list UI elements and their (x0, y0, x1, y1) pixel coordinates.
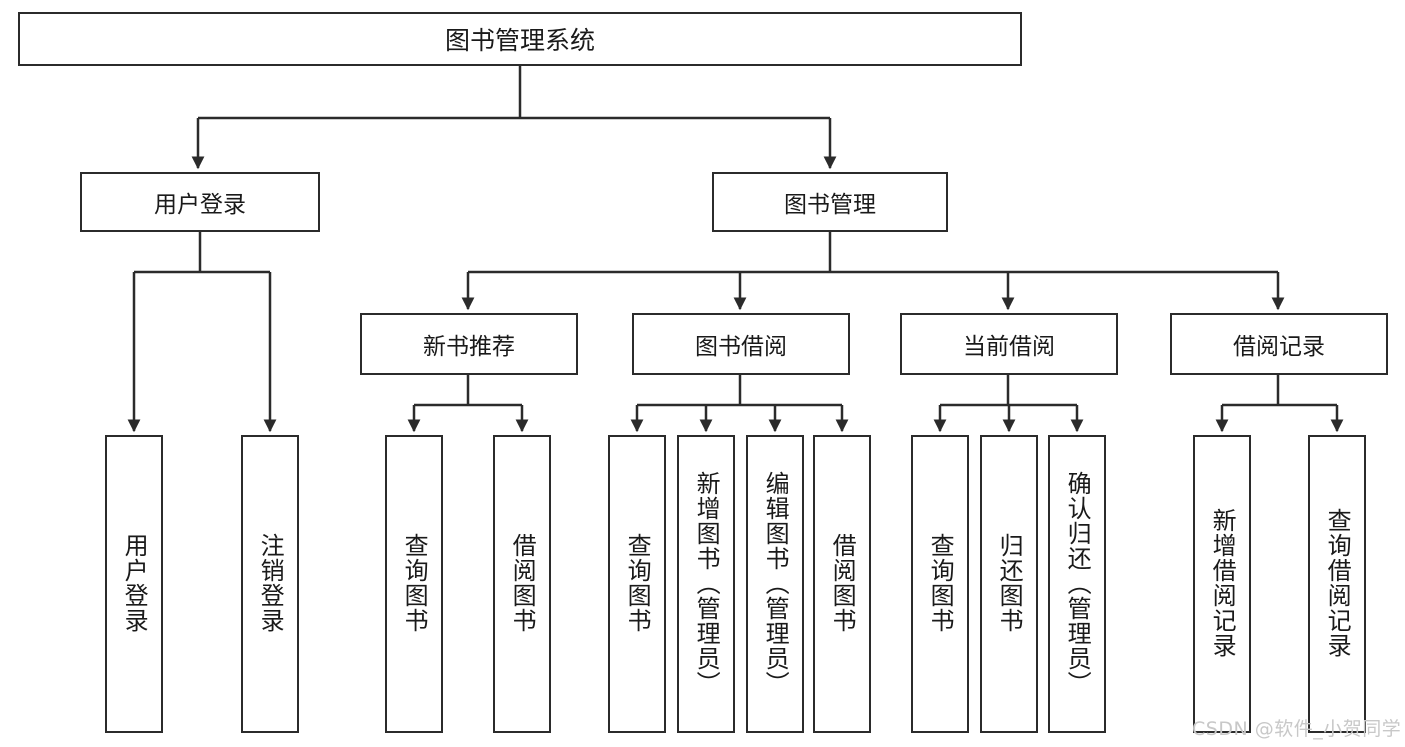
node-current-borrow-label: 当前借阅 (963, 334, 1055, 360)
leaf-label: 编辑图书（管理员） (761, 470, 790, 696)
node-borrow-record-label: 借阅记录 (1233, 334, 1325, 360)
leaf-book-borrow-2[interactable]: 新增图书（管理员） (677, 435, 735, 733)
leaf-label: 借阅图书 (508, 533, 537, 633)
watermark: CSDN @软件_小贺同学 (1192, 718, 1402, 740)
node-borrow-record[interactable]: 借阅记录 (1170, 313, 1388, 375)
node-user-login-label: 用户登录 (154, 192, 246, 218)
node-current-borrow[interactable]: 当前借阅 (900, 313, 1118, 375)
leaf-label: 用户登录 (120, 533, 149, 633)
node-user-login[interactable]: 用户登录 (80, 172, 320, 232)
leaf-label: 查询借阅记录 (1323, 508, 1352, 658)
leaf-new-book-2[interactable]: 借阅图书 (493, 435, 551, 733)
leaf-label: 查询图书 (400, 533, 429, 633)
leaf-label: 新增图书（管理员） (692, 470, 721, 696)
node-book-management-label: 图书管理 (784, 192, 876, 218)
leaf-current-borrow-3[interactable]: 确认归还（管理员） (1048, 435, 1106, 733)
node-book-borrow-label: 图书借阅 (695, 334, 787, 360)
leaf-label: 借阅图书 (828, 533, 857, 633)
leaf-current-borrow-2[interactable]: 归还图书 (980, 435, 1038, 733)
leaf-user-login-1[interactable]: 用户登录 (105, 435, 163, 733)
node-new-book-recommend[interactable]: 新书推荐 (360, 313, 578, 375)
leaf-label: 归还图书 (995, 533, 1024, 633)
leaf-label: 注销登录 (256, 533, 285, 633)
leaf-label: 查询图书 (623, 533, 652, 633)
leaf-current-borrow-1[interactable]: 查询图书 (911, 435, 969, 733)
leaf-new-book-1[interactable]: 查询图书 (385, 435, 443, 733)
leaf-user-login-2[interactable]: 注销登录 (241, 435, 299, 733)
leaf-book-borrow-1[interactable]: 查询图书 (608, 435, 666, 733)
leaf-book-borrow-3[interactable]: 编辑图书（管理员） (746, 435, 804, 733)
node-book-borrow[interactable]: 图书借阅 (632, 313, 850, 375)
leaf-borrow-record-1[interactable]: 新增借阅记录 (1193, 435, 1251, 733)
node-new-book-recommend-label: 新书推荐 (423, 334, 515, 360)
leaf-borrow-record-2[interactable]: 查询借阅记录 (1308, 435, 1366, 733)
leaf-label: 查询图书 (926, 533, 955, 633)
node-root-system[interactable]: 图书管理系统 (18, 12, 1022, 66)
leaf-label: 确认归还（管理员） (1063, 470, 1092, 696)
leaf-label: 新增借阅记录 (1208, 508, 1237, 658)
node-root-label: 图书管理系统 (444, 26, 595, 55)
leaf-book-borrow-4[interactable]: 借阅图书 (813, 435, 871, 733)
node-book-management[interactable]: 图书管理 (712, 172, 948, 232)
